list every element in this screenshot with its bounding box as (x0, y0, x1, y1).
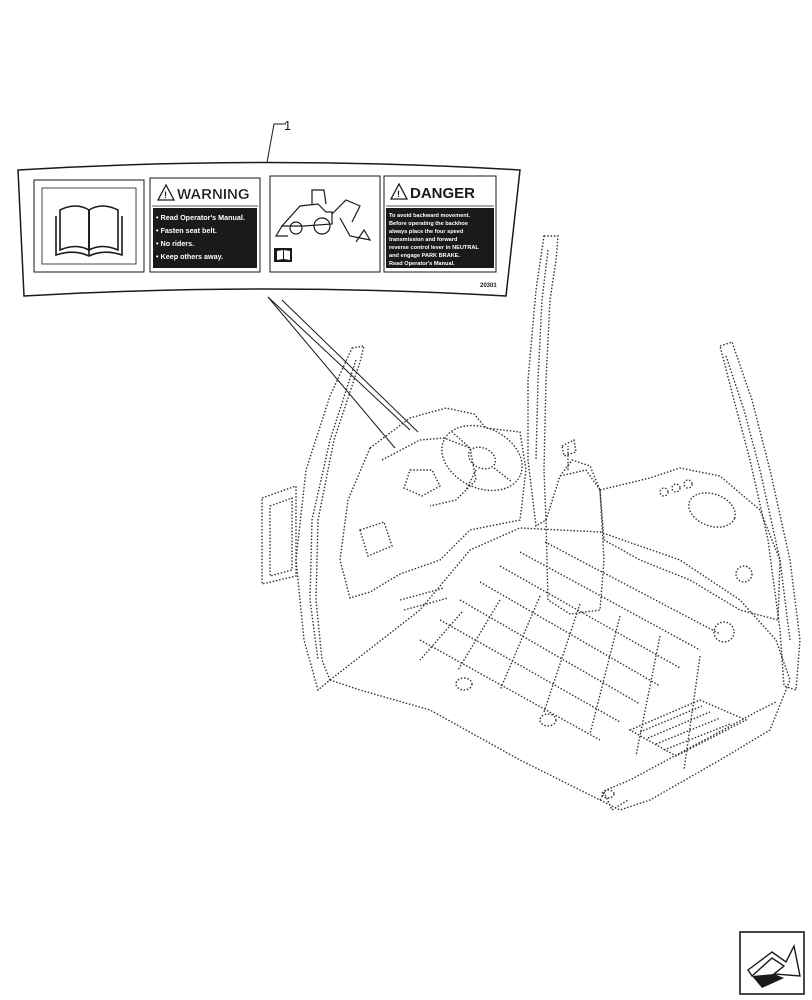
warning-line-3: • No riders. (156, 239, 194, 248)
decal-sticker: ! WARNING • Read Operator's Manual. • Fa… (17, 161, 521, 297)
warning-line-2: • Fasten seat belt. (156, 226, 217, 235)
danger-line-5: reverse control lever in NEUTRAL (389, 245, 479, 251)
warning-heading: WARNING (177, 186, 250, 203)
warning-line-4: • Keep others away. (156, 252, 223, 261)
warning-line-1: • Read Operator's Manual. (156, 213, 245, 222)
svg-text:!: ! (164, 190, 167, 200)
steering-wheel (441, 424, 523, 492)
machine-panel (269, 175, 381, 273)
danger-line-7: Read Operator's Manual. (389, 261, 455, 267)
danger-line-1: To avoid backward movement. (389, 213, 470, 219)
danger-line-6: and engage PARK BRAKE. (389, 253, 461, 259)
right-control-panel (599, 467, 781, 621)
leader-lines (267, 296, 419, 449)
open-book-icon (55, 205, 123, 257)
warning-triangle-icon: ! (156, 183, 176, 201)
floor-plate (628, 699, 748, 757)
cab-floor (328, 527, 791, 811)
danger-triangle-icon: ! (389, 182, 409, 200)
callout-number: 1 (284, 118, 291, 133)
manual-small-icon (274, 248, 292, 262)
dashboard (339, 407, 527, 599)
svg-text:!: ! (397, 189, 400, 199)
warning-panel: ! WARNING • Read Operator's Manual. • Fa… (149, 177, 261, 273)
backhoe-loader-icon (274, 189, 372, 243)
danger-line-4: transmission and forward (389, 237, 458, 243)
book-panel (33, 179, 145, 273)
side-console (545, 469, 605, 615)
cab-floor-illustration (261, 235, 801, 812)
danger-line-3: always place the four speed (389, 229, 464, 235)
left-front-pillar (295, 345, 365, 692)
right-front-pillar (719, 341, 801, 691)
left-side-panel (261, 485, 297, 585)
shift-lever (561, 438, 577, 470)
navigation-arrow-icon[interactable] (739, 931, 805, 995)
danger-panel: ! DANGER To avoid backward movement. Bef… (383, 175, 497, 273)
danger-heading: DANGER (410, 185, 475, 202)
decal-code: 20301 (480, 283, 497, 289)
callout-leader-line (265, 123, 286, 169)
rear-left-pillar (527, 235, 559, 528)
danger-line-2: Before operating the backhoe (389, 221, 468, 227)
